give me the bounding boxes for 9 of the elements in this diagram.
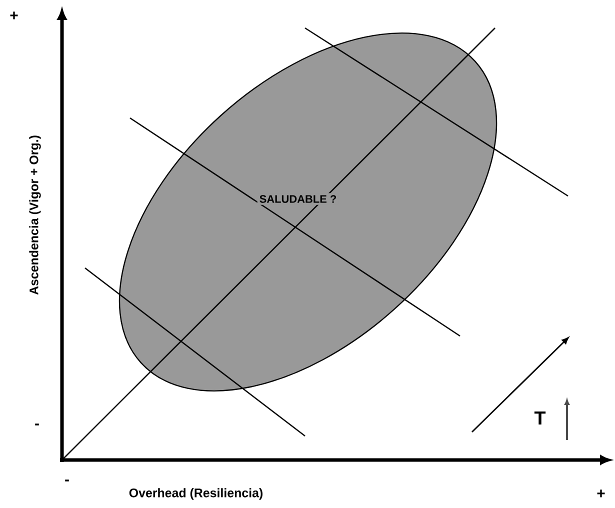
axis-sign: -: [65, 480, 69, 482]
ellipse-region: [119, 32, 497, 392]
axis-title: Overhead (Resiliencia): [129, 488, 262, 500]
region-label: SALUDABLE ?: [257, 193, 339, 205]
axis-sign: +: [597, 490, 605, 498]
temperature-label: T: [534, 411, 546, 424]
axis-sign: +: [10, 12, 18, 20]
axis-title: Ascendencia (Vigor + Org.): [29, 136, 41, 295]
axis-sign: -: [35, 424, 39, 426]
